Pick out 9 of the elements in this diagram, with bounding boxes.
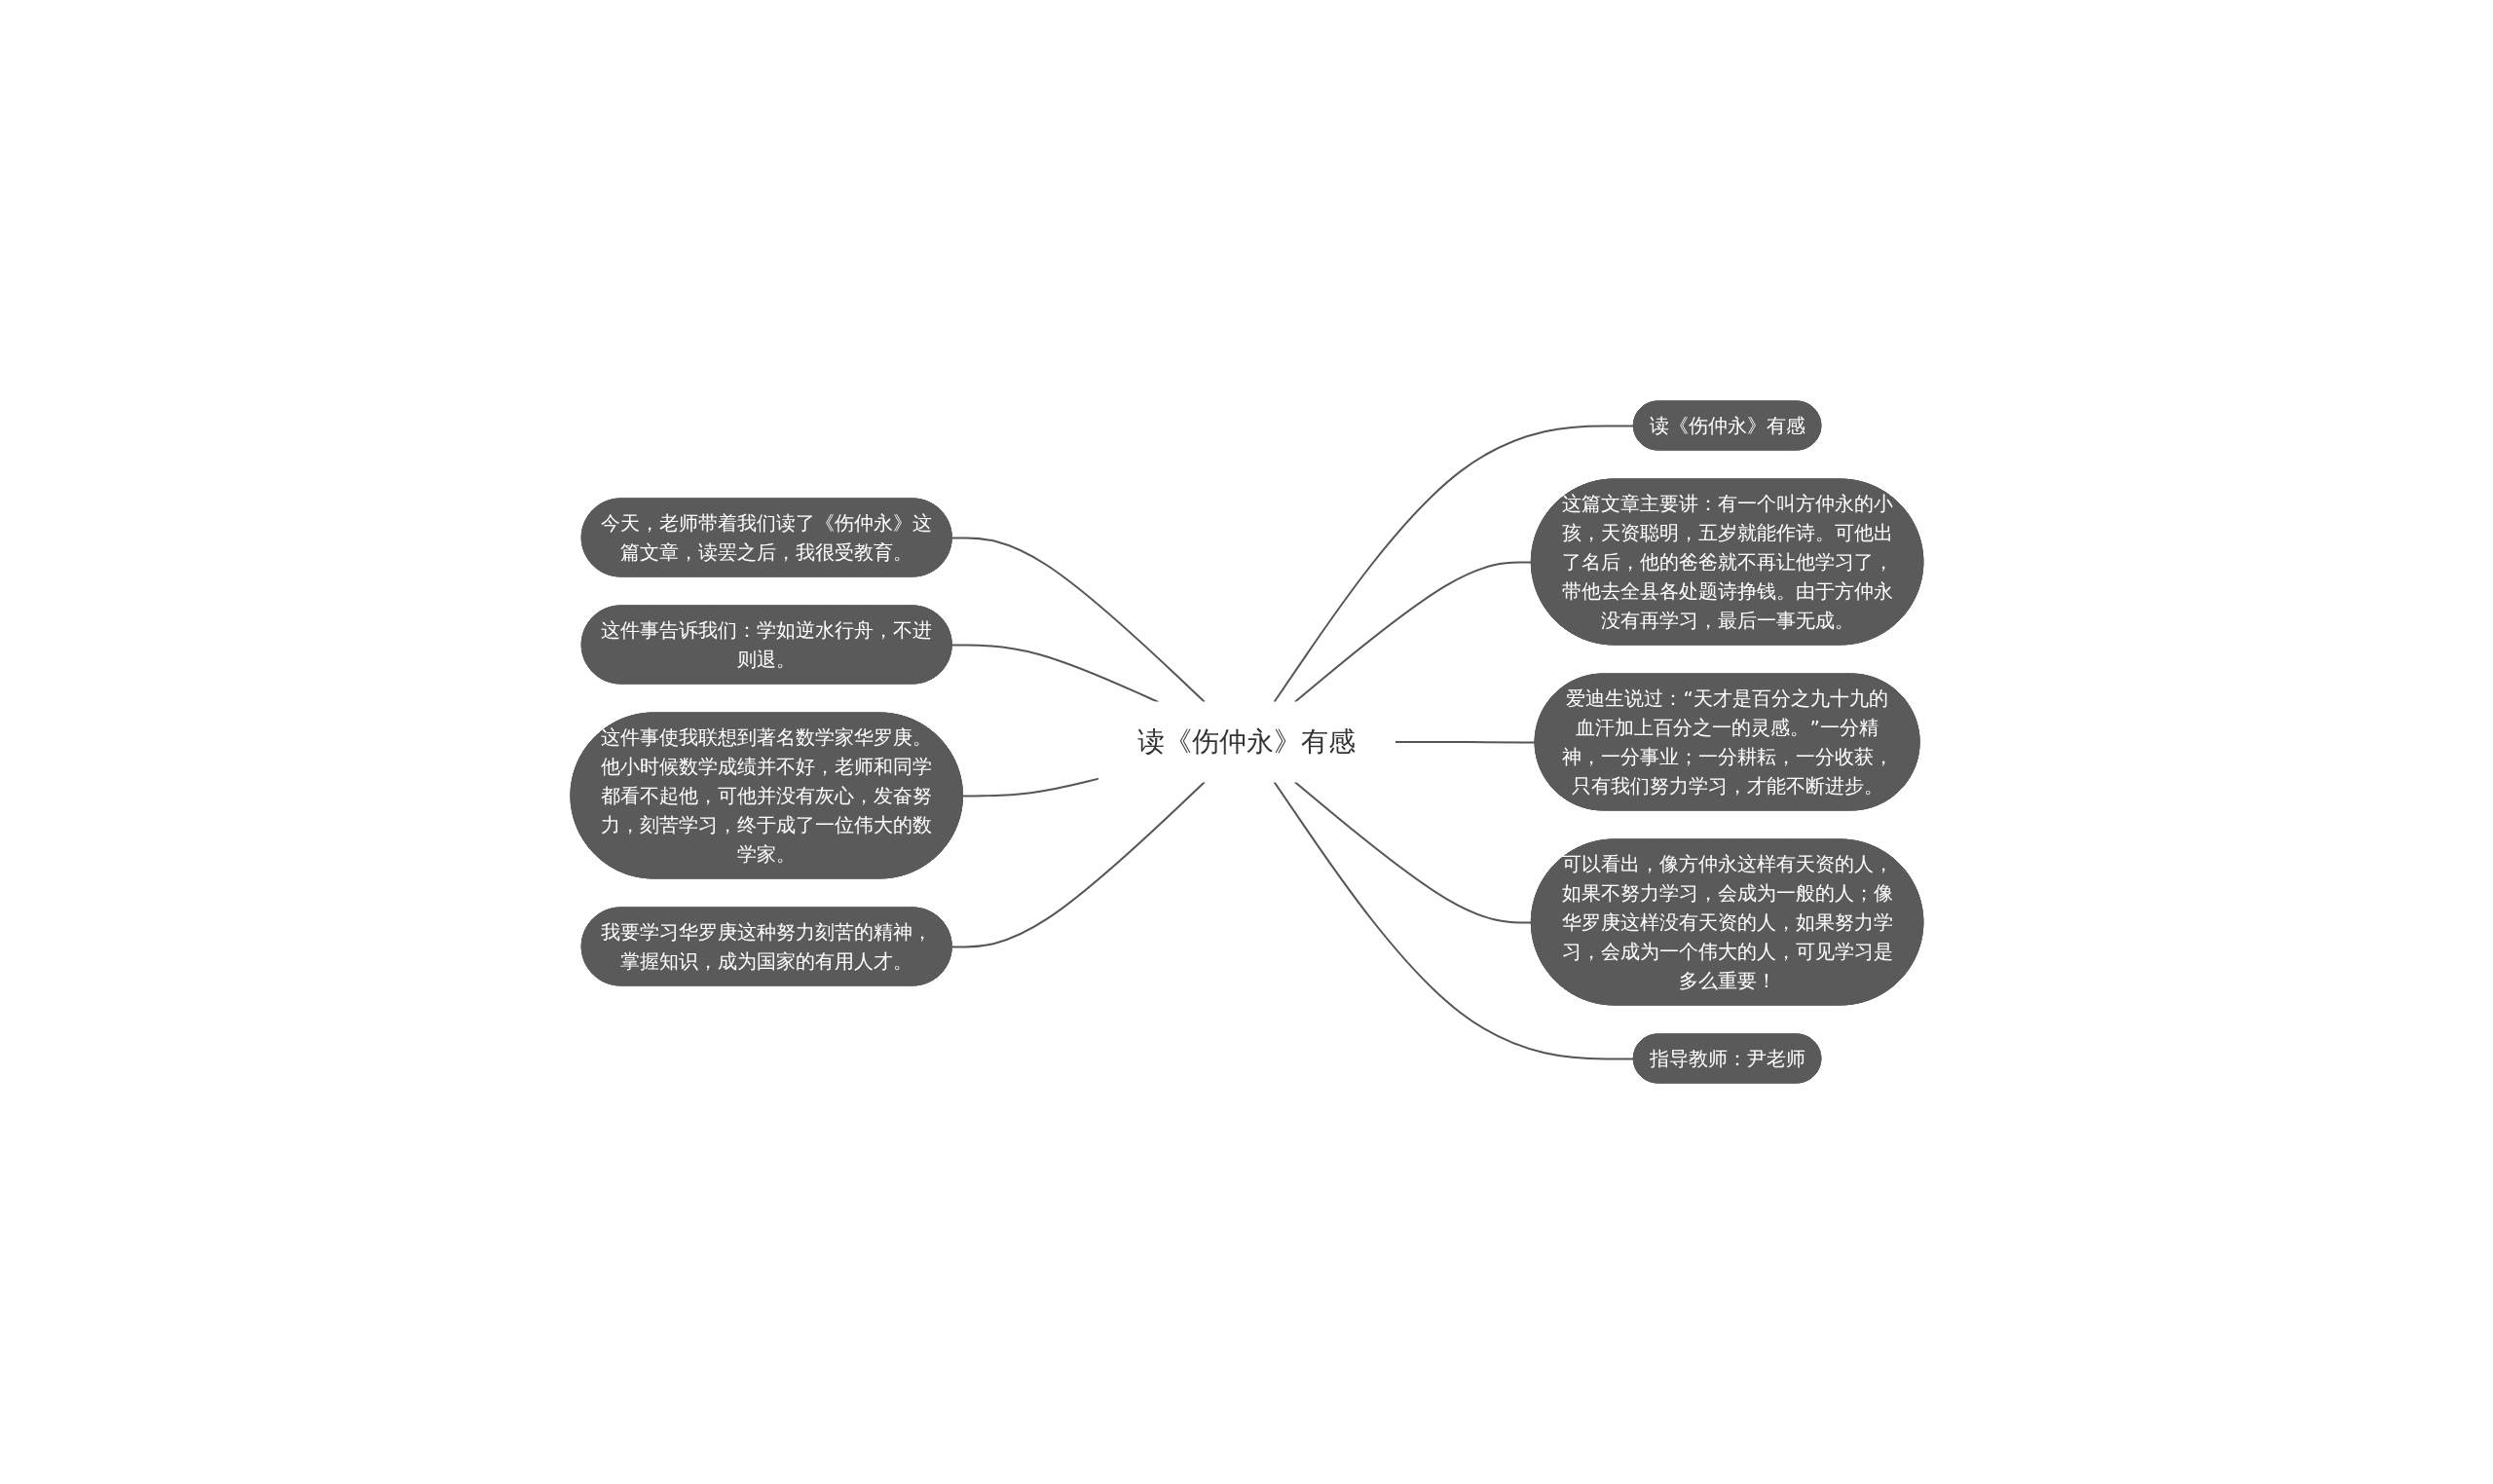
connector	[1293, 781, 1533, 924]
node-text: 读《伤仲永》有感	[1137, 724, 1356, 758]
connector	[1273, 425, 1635, 703]
connector	[961, 777, 1099, 798]
connector	[950, 537, 1206, 703]
connector	[1293, 561, 1533, 703]
connector	[950, 781, 1206, 948]
connector	[950, 644, 1159, 703]
connector	[1273, 781, 1635, 1060]
